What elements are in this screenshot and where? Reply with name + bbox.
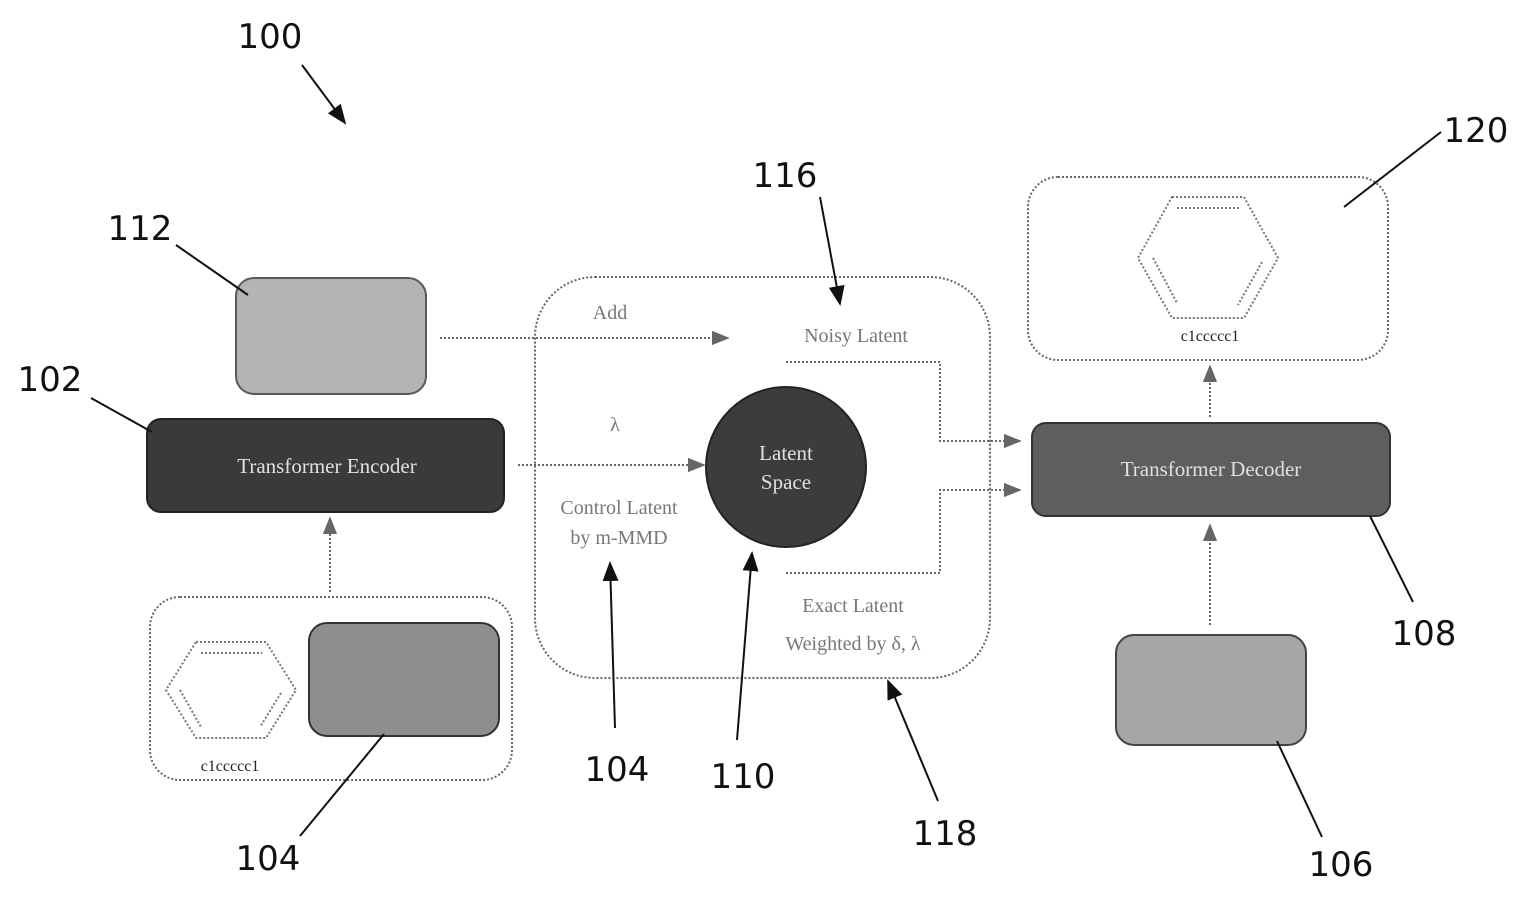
leader-112 (176, 245, 248, 295)
exact-latent-label: Exact Latent (802, 595, 904, 617)
leader-100 (302, 65, 345, 123)
ref-104-bottom: 104 (236, 839, 301, 879)
latent-label-line1: Latent (759, 441, 813, 465)
ref-112: 112 (108, 209, 173, 249)
ref-106: 106 (1309, 845, 1374, 885)
noisy-latent-label: Noisy Latent (804, 325, 908, 347)
ref-102: 102 (18, 360, 83, 400)
control-label-line2: by m-MMD (570, 527, 667, 549)
input-benzene-icon (166, 642, 296, 738)
leader-104-bottom (300, 734, 384, 836)
noise-box (236, 278, 426, 394)
weighted-label: Weighted by δ, λ (785, 633, 921, 655)
ref-120: 120 (1444, 111, 1509, 151)
input-smiles: c1ccccc1 (201, 758, 260, 775)
lambda-label: λ (610, 414, 620, 436)
control-label-line1: Control Latent (560, 497, 678, 519)
leader-118 (888, 681, 938, 801)
leader-104-mid (610, 563, 615, 728)
leader-116 (820, 197, 840, 304)
leader-120 (1344, 132, 1441, 207)
decoder-label: Transformer Decoder (1121, 457, 1302, 481)
leader-108 (1370, 516, 1413, 602)
ref-104-mid: 104 (585, 750, 650, 790)
property-box (309, 623, 499, 736)
ref-100: 100 (238, 17, 303, 57)
latent-label-line2: Space (761, 470, 811, 494)
leader-110 (737, 553, 752, 740)
encoder-label: Transformer Encoder (237, 454, 416, 478)
leader-106 (1277, 741, 1322, 837)
output-smiles: c1ccccc1 (1181, 328, 1240, 345)
ref-108: 108 (1392, 614, 1457, 654)
ref-118: 118 (913, 814, 978, 854)
output-benzene-icon (1138, 197, 1278, 318)
latent-space-circle (706, 387, 866, 547)
add-label: Add (593, 302, 627, 324)
leader-102 (91, 398, 152, 432)
ref-110: 110 (711, 757, 776, 797)
ref-116: 116 (753, 156, 818, 196)
condition-box (1116, 635, 1306, 745)
